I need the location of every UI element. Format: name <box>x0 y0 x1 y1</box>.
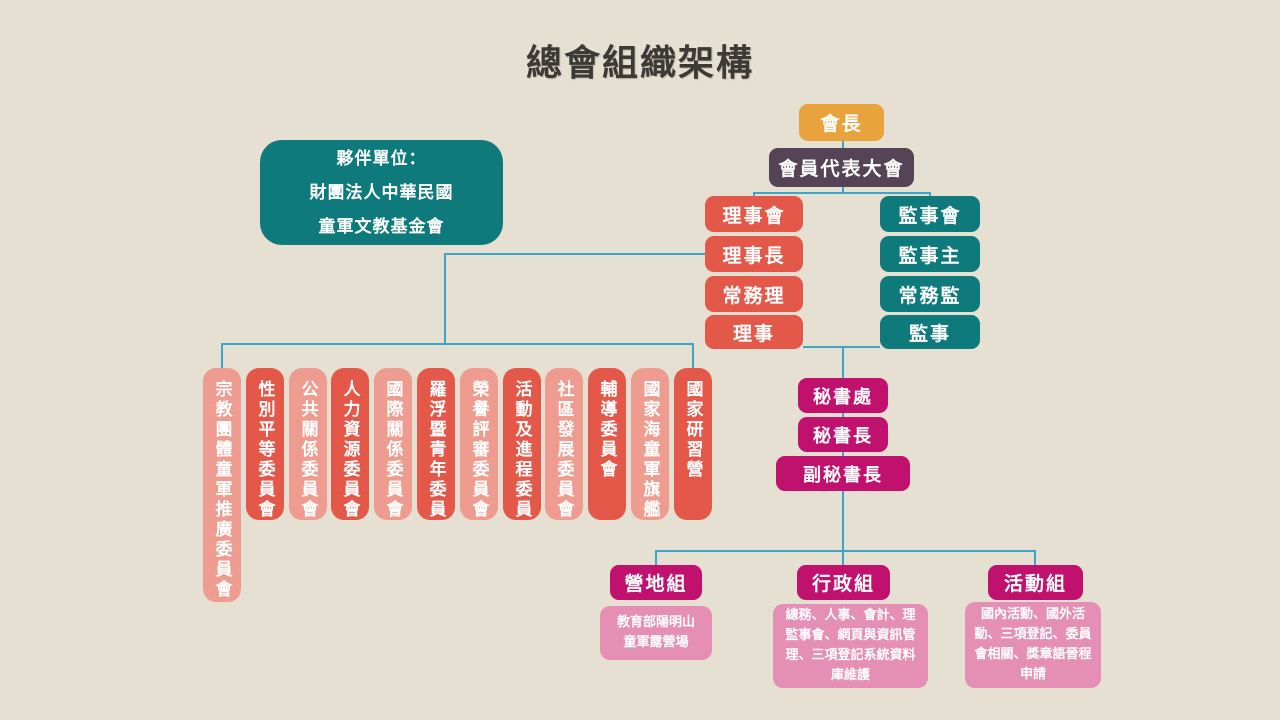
activity-division-box: 活動組 <box>988 565 1083 600</box>
committee-counseling: 輔導委員會 <box>588 368 626 520</box>
director-box: 理事 <box>705 315 803 349</box>
camp-desc-line-2: 童軍露營場 <box>623 635 689 650</box>
supervisor-box: 監事 <box>880 315 980 349</box>
directors-board-box: 理事會 <box>705 196 803 232</box>
standing-supervisor-box: 常務監 <box>880 276 980 312</box>
activity-division-desc: 國內活動、國外活動、三項登記、委員會相關、獎章語晉程申請 <box>965 602 1101 688</box>
admin-division-box: 行政組 <box>797 565 890 600</box>
secretariat-office-box: 秘書處 <box>798 378 888 413</box>
committee-public-relations: 公共關係委員會 <box>289 368 327 520</box>
committee-label: 性別平等委員會 <box>254 380 275 520</box>
committee-national-training-camp: 國家研習營 <box>674 368 712 520</box>
committee-label: 人力資源委員會 <box>339 380 360 520</box>
admin-division-desc: 總務、人事、會計、理監事會、網頁與資訊管理、三項登記系統資料庫維護 <box>773 604 928 688</box>
committee-label: 國家海童軍旗艦 <box>639 380 660 520</box>
partner-line-3: 童軍文教基金會 <box>318 216 445 237</box>
committee-international-relations: 國際關係委員會 <box>374 368 412 520</box>
committee-honor-review: 榮譽評審委員會 <box>460 368 498 520</box>
partner-line-1: 夥伴單位： <box>336 148 427 169</box>
page-title: 總會組織架構 <box>525 43 754 84</box>
committee-label: 輔導委員會 <box>596 380 617 480</box>
assembly-box: 會員代表大會 <box>769 148 914 187</box>
supervisors-board-box: 監事會 <box>880 196 980 232</box>
chief-supervisor-box: 監事主 <box>880 236 980 272</box>
partner-line-2: 財團法人中華民國 <box>309 182 454 203</box>
standing-director-box: 常務理 <box>705 276 803 312</box>
committee-label: 社區發展委員會 <box>553 380 574 520</box>
committee-label: 羅浮暨青年委員 <box>425 380 446 520</box>
chairman-box: 理事長 <box>705 236 803 272</box>
partner-unit-box: 夥伴單位： 財團法人中華民國 童軍文教基金會 <box>260 140 503 245</box>
camp-division-box: 營地組 <box>610 565 702 600</box>
committee-label: 國家研習營 <box>682 380 703 480</box>
camp-desc-line-1: 教育部陽明山 <box>616 615 695 630</box>
committee-label: 宗教團體童軍推廣委員會 <box>211 380 232 600</box>
president-box: 會長 <box>799 104 884 141</box>
committee-label: 榮譽評審委員會 <box>468 380 489 520</box>
secretary-general-box: 秘書長 <box>798 417 888 452</box>
committee-label: 國際關係委員會 <box>382 380 403 520</box>
committee-gender-equality: 性別平等委員會 <box>246 368 284 520</box>
camp-division-desc: 教育部陽明山 童軍露營場 <box>600 606 712 660</box>
committee-label: 公共關係委員會 <box>297 380 318 520</box>
committee-community-development: 社區發展委員會 <box>545 368 583 520</box>
committee-human-resources: 人力資源委員會 <box>331 368 369 520</box>
committee-religious-scouting: 宗教團體童軍推廣委員會 <box>203 368 241 602</box>
deputy-secretary-general-box: 副秘書長 <box>776 456 910 491</box>
committee-label: 活動及進程委員 <box>511 380 532 520</box>
committee-sea-scout-flagship: 國家海童軍旗艦 <box>631 368 669 520</box>
committee-program-advancement: 活動及進程委員 <box>503 368 541 520</box>
committee-rover-youth: 羅浮暨青年委員 <box>417 368 455 520</box>
